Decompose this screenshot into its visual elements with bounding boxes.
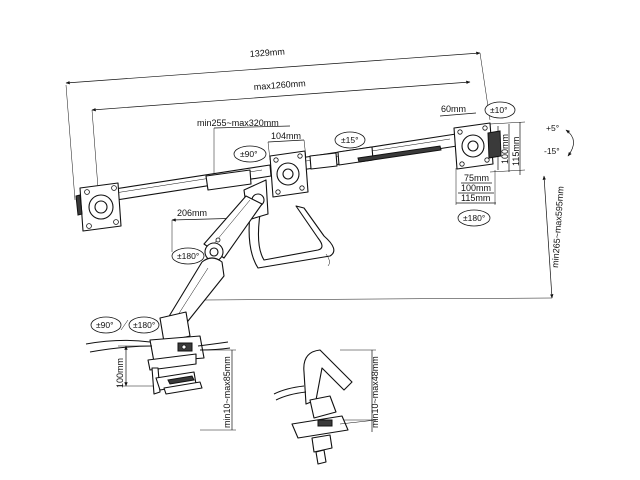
dim-grommet-range-label: min10~max48mm <box>370 356 380 428</box>
dim-clamp-range: min10~max85mm <box>200 349 236 431</box>
dim-total-width: 1329mm <box>65 47 491 201</box>
angle-pan-90: ±90° <box>233 145 267 163</box>
dim-arm-range: min255~max320mm <box>197 118 291 180</box>
dim-plate-width: 60mm <box>439 104 477 117</box>
angle-swivel-180-right: ±180° <box>457 209 491 227</box>
dim-arm-range-label: min255~max320mm <box>197 118 279 128</box>
upper-arm <box>203 195 263 265</box>
dim-vesa-large-label: 115mm <box>511 137 521 166</box>
dim-clamp-height-label: 100mm <box>115 358 125 388</box>
angle-swivel-180-right-label: ±180° <box>463 213 485 223</box>
angle-tilt-up-label: +5° <box>546 123 559 133</box>
angle-swivel-180-arm-label: ±180° <box>177 251 199 261</box>
lower-arm <box>159 257 225 343</box>
dim-total-width-label: 1329mm <box>249 47 285 59</box>
dim-plate-width-label: 60mm <box>441 104 466 114</box>
vesa-plate-left <box>75 182 122 232</box>
dim-grommet-range: min10~max48mm <box>340 349 380 432</box>
angle-swivel-180-arm: ±180° <box>171 247 205 265</box>
grommet-inset <box>273 349 377 465</box>
dim-vesa-h-small-label: 75mm <box>464 173 489 183</box>
vesa-plate-right <box>453 122 502 170</box>
dim-clamp-range-label: min10~max85mm <box>222 356 232 428</box>
dim-height-range-label: min265~max595mm <box>550 186 566 268</box>
angle-rotate-10: ±10° <box>484 101 516 119</box>
vesa-plate-center <box>269 150 309 198</box>
angle-base-90-label: ±90° <box>96 320 114 330</box>
clamp-base <box>147 335 205 395</box>
dim-max-width: max1260mm <box>91 78 471 189</box>
dim-center-width-label: 104mm <box>271 131 301 141</box>
angle-tilt-down-label: -15° <box>544 146 560 156</box>
cables <box>85 339 231 353</box>
crossbar <box>107 133 458 202</box>
dim-vesa-h-large-label: 115mm <box>461 193 490 203</box>
dim-vesa-mid-label: 100mm <box>500 134 510 164</box>
angle-base-180-label: ±180° <box>133 320 155 330</box>
angle-tilt-range: +5° -15° <box>544 123 574 157</box>
handle <box>248 199 335 269</box>
dim-pole-offset-label: 206mm <box>177 208 207 218</box>
angle-pan-90-label: ±90° <box>240 149 258 159</box>
dim-vesa-h-mid-label: 100mm <box>461 183 491 193</box>
dim-max-width-label: max1260mm <box>253 78 306 92</box>
dim-vesa-horizontal: 75mm 100mm 115mm <box>455 168 496 205</box>
angle-tilt-15: ±15° <box>334 131 366 149</box>
angle-tilt-15-label: ±15° <box>341 135 359 145</box>
angle-rotate-10-label: ±10° <box>490 105 508 115</box>
angle-base: ±90° ±180° <box>90 316 160 334</box>
